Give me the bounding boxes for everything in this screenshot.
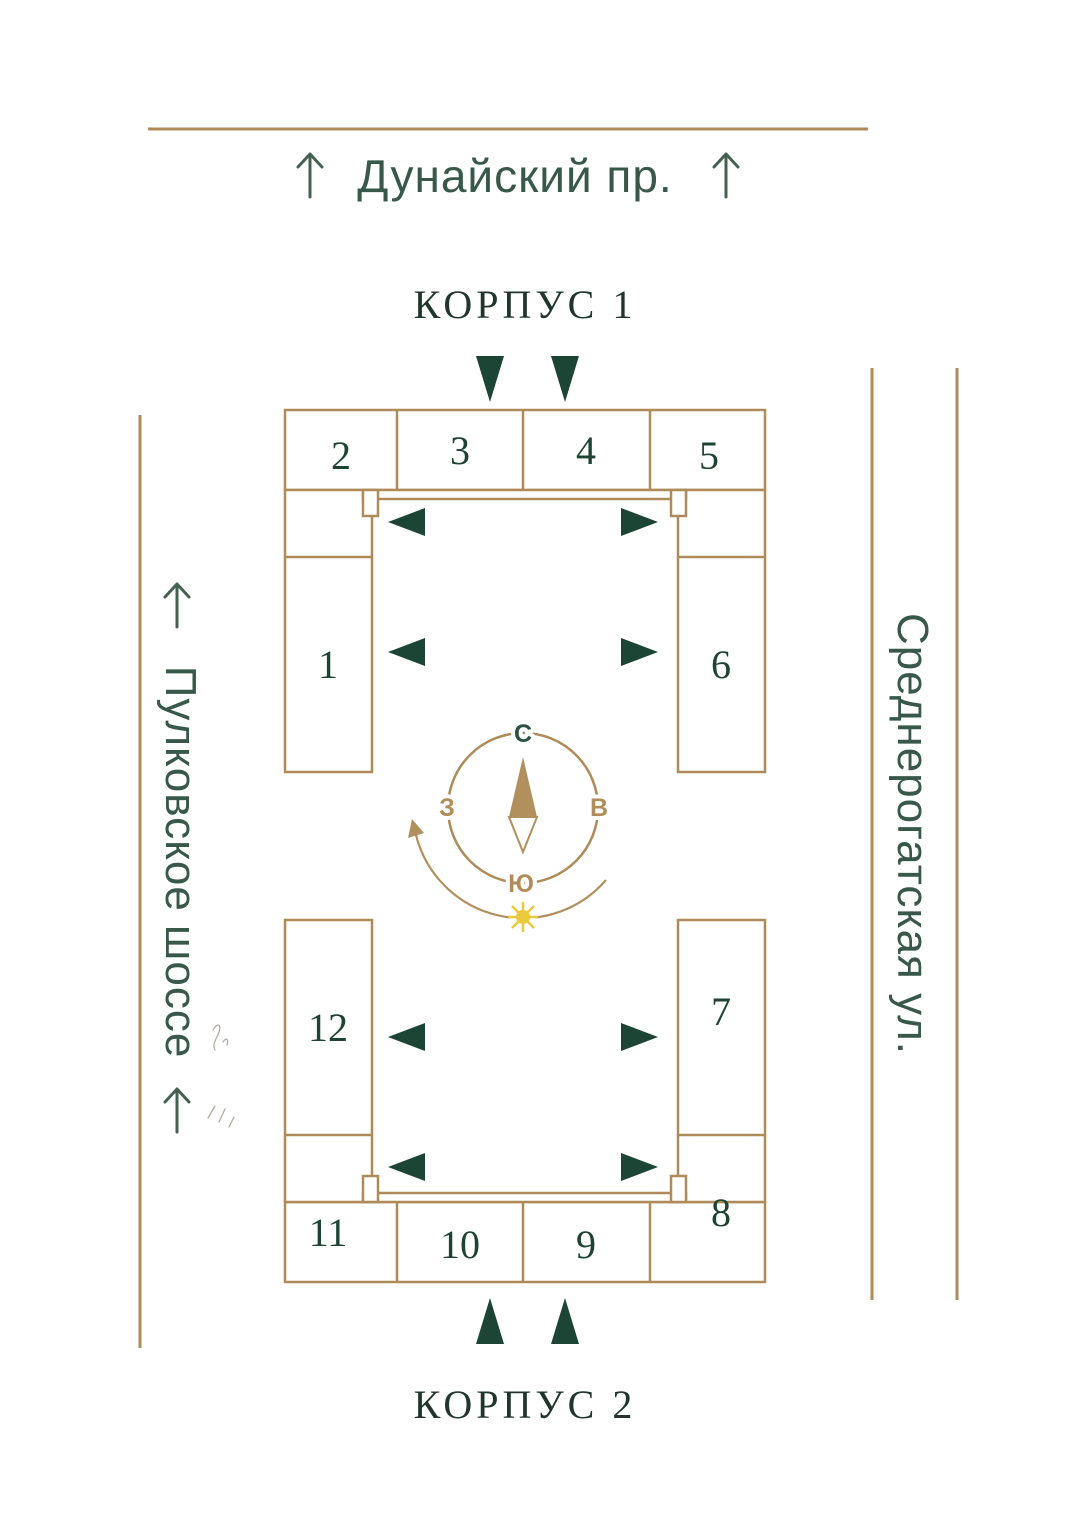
sun-icon — [508, 902, 538, 932]
building2-canopy-tab — [361, 1174, 380, 1204]
compass-north-label: С — [514, 720, 532, 748]
section-1-number: 1 — [318, 642, 338, 687]
building2-right-wing — [676, 918, 767, 1204]
up-arrow-icon — [712, 152, 740, 199]
building2-left-wing — [283, 918, 374, 1204]
entrance-arrow-up-icon — [551, 1298, 579, 1344]
section-3-number: 3 — [450, 428, 470, 473]
sun-path-arrow-icon — [408, 819, 424, 838]
building2-canopy-tab — [669, 1174, 688, 1204]
section-8-number: 8 — [711, 1190, 731, 1235]
building2-bottom-bar — [283, 1200, 767, 1284]
up-arrow-icon — [296, 152, 324, 199]
compass: С З В Ю — [408, 716, 612, 932]
building1-label: КОРПУС 1 — [414, 282, 637, 327]
compass-needle-north — [509, 757, 537, 817]
building1-canopy — [361, 488, 688, 501]
section-2-number: 2 — [331, 433, 351, 478]
building2-label: КОРПУС 2 — [414, 1382, 637, 1427]
street-name-dunaysky: Дунайский пр. — [357, 150, 672, 202]
building2-canopy — [361, 1191, 688, 1204]
window-arrow-right-icon — [621, 508, 658, 536]
compass-east-label: В — [590, 794, 608, 822]
window-arrow-left-icon — [388, 508, 425, 536]
window-arrow-right-icon — [621, 1153, 658, 1181]
building1-right-wing — [676, 488, 767, 774]
section-5-number: 5 — [699, 433, 719, 478]
sun-path-arc — [414, 834, 607, 920]
compass-circle — [446, 731, 600, 885]
building1-left-wing — [283, 488, 374, 774]
window-arrow-right-icon — [621, 1023, 658, 1051]
building1-top-bar — [283, 408, 767, 492]
window-arrow-left-icon — [388, 638, 425, 666]
section-9-number: 9 — [576, 1222, 596, 1267]
compass-needle-south — [507, 816, 539, 855]
entrance-arrow-down-icon — [476, 356, 504, 402]
window-arrow-right-icon — [621, 638, 658, 666]
window-arrow-left-icon — [388, 1023, 425, 1051]
entrance-arrow-down-icon — [551, 356, 579, 402]
section-12-number: 12 — [308, 1005, 348, 1050]
section-6-number: 6 — [711, 642, 731, 687]
street-name-srednerogatskaya: Среднерогатская ул. — [888, 613, 937, 1055]
entrance-arrow-up-icon — [476, 1298, 504, 1344]
section-11-number: 11 — [309, 1210, 348, 1255]
building1-canopy-tab — [361, 488, 380, 518]
street-name-pulkovskoe: Пулковское шоссе — [156, 666, 205, 1059]
up-arrow-icon — [163, 582, 191, 629]
section-4-number: 4 — [576, 428, 596, 473]
compass-south-label: Ю — [508, 870, 534, 898]
window-arrow-left-icon — [388, 1153, 425, 1181]
section-7-number: 7 — [711, 989, 731, 1034]
building1-canopy-tab — [669, 488, 688, 518]
watermark-scribble — [212, 1024, 229, 1051]
section-10-number: 10 — [440, 1222, 480, 1267]
up-arrow-icon — [163, 1087, 191, 1134]
watermark-scribble — [207, 1105, 235, 1128]
compass-west-label: З — [439, 794, 455, 822]
